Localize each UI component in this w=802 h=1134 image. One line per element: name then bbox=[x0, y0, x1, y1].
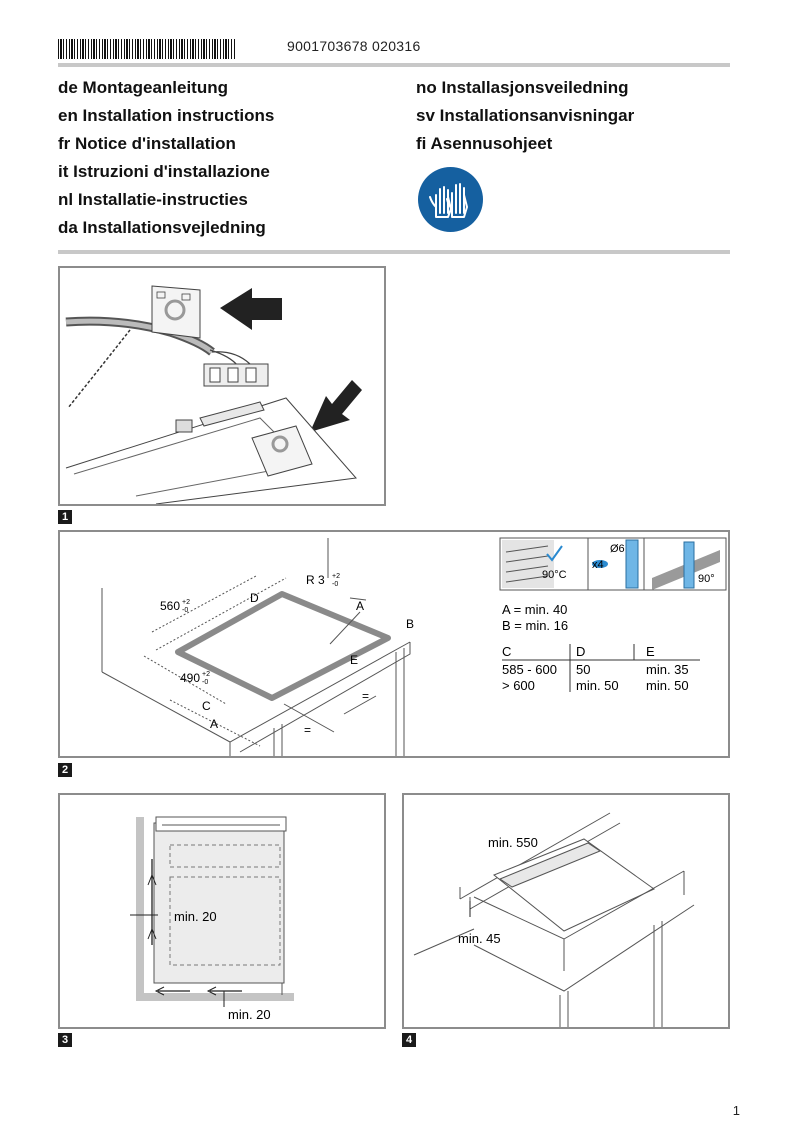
title-en: en Installation instructions bbox=[58, 106, 275, 125]
label-b: B bbox=[406, 617, 414, 631]
requirement-a: A = min. 40 bbox=[502, 602, 567, 617]
dim-depth: 560 bbox=[160, 599, 180, 613]
figure-1-drawing bbox=[65, 285, 362, 505]
figure-4-number: 4 bbox=[402, 1033, 416, 1047]
angle-label: 90° bbox=[698, 573, 715, 585]
check-icon bbox=[546, 545, 563, 562]
label-d: D bbox=[250, 591, 259, 605]
title-sv: sv Installationsanvisningar bbox=[416, 106, 635, 125]
tol-plus-1: +2 bbox=[182, 599, 190, 606]
min-height-label: min. 45 bbox=[458, 931, 501, 946]
title-column-left: de Montageanleitung en Installation inst… bbox=[58, 74, 274, 242]
top-divider bbox=[58, 63, 730, 67]
label-a-1: A bbox=[356, 599, 364, 613]
dim-width: 490 bbox=[180, 671, 200, 685]
title-divider bbox=[58, 250, 730, 254]
drill-bit-icon bbox=[625, 539, 639, 589]
row2-d: min. 50 bbox=[576, 678, 619, 693]
row2-c: > 600 bbox=[502, 678, 535, 693]
min-side-label: min. 20 bbox=[174, 909, 217, 924]
title-nl: nl Installatie-instructies bbox=[58, 190, 248, 209]
label-a-2: A bbox=[210, 717, 218, 731]
title-column-right: no Installasjonsveiledning sv Installati… bbox=[416, 74, 634, 158]
title-it: it Istruzioni d'installazione bbox=[58, 162, 270, 181]
requirement-b: B = min. 16 bbox=[502, 618, 568, 633]
equal-1: = bbox=[362, 689, 369, 703]
min-bottom-label: min. 20 bbox=[228, 1007, 271, 1022]
count-label: x4 bbox=[592, 559, 604, 571]
figure-3-number: 3 bbox=[58, 1033, 72, 1047]
header-e: E bbox=[646, 644, 655, 659]
title-de: de Montageanleitung bbox=[58, 78, 228, 97]
tol-minus-3: -0 bbox=[202, 679, 208, 686]
temp-label: 90°C bbox=[542, 569, 567, 581]
figure-1-panel bbox=[58, 266, 386, 506]
tol-minus-2: -0 bbox=[332, 581, 338, 588]
title-fr: fr Notice d'installation bbox=[58, 134, 236, 153]
radius-label: R 3 bbox=[306, 573, 325, 587]
figure-1-number: 1 bbox=[58, 510, 72, 524]
header-d: D bbox=[576, 644, 585, 659]
title-no: no Installasjonsveiledning bbox=[416, 78, 629, 97]
figure-3-drawing: min. 20 min. 20 bbox=[130, 816, 294, 1022]
screw-icon bbox=[592, 560, 608, 568]
label-e: E bbox=[350, 653, 358, 667]
tol-plus-2: +2 bbox=[332, 573, 340, 580]
document-number: 9001703678 020316 bbox=[287, 38, 421, 54]
drill-diameter-label: Ø6 bbox=[610, 543, 625, 555]
figure-2-panel: 560 +2 -0 D R 3 +2 -0 A B E 490 +2 -0 C … bbox=[58, 530, 730, 758]
row1-e: min. 35 bbox=[646, 662, 689, 677]
title-fi: fi Asennusohjeet bbox=[416, 134, 553, 153]
barcode bbox=[58, 39, 236, 59]
label-c: C bbox=[202, 699, 211, 713]
requirement-icons: 90°C Ø6 x4 90° bbox=[499, 537, 727, 591]
figure-2-number: 2 bbox=[58, 763, 72, 777]
tol-plus-3: +2 bbox=[202, 671, 210, 678]
page-number: 1 bbox=[732, 1103, 740, 1118]
tol-minus-1: -0 bbox=[182, 607, 188, 614]
figure-3-panel: min. 20 min. 20 bbox=[58, 793, 386, 1029]
min-front-label: min. 550 bbox=[488, 835, 538, 850]
row1-d: 50 bbox=[576, 662, 590, 677]
figure-4-panel: min. 550 min. 45 bbox=[402, 793, 730, 1029]
header-c: C bbox=[502, 644, 511, 659]
title-da: da Installationsvejledning bbox=[58, 218, 266, 237]
wear-gloves-icon bbox=[418, 167, 483, 232]
figure-2-drawing: 560 +2 -0 D R 3 +2 -0 A B E 490 +2 -0 C … bbox=[101, 537, 727, 756]
clearance-table: C D E 585 - 600 50 min. 35 > 600 min. 50… bbox=[502, 644, 700, 693]
equal-2: = bbox=[304, 723, 311, 737]
row2-e: min. 50 bbox=[646, 678, 689, 693]
row1-c: 585 - 600 bbox=[502, 662, 557, 677]
figure-4-drawing: min. 550 min. 45 bbox=[413, 812, 695, 1027]
